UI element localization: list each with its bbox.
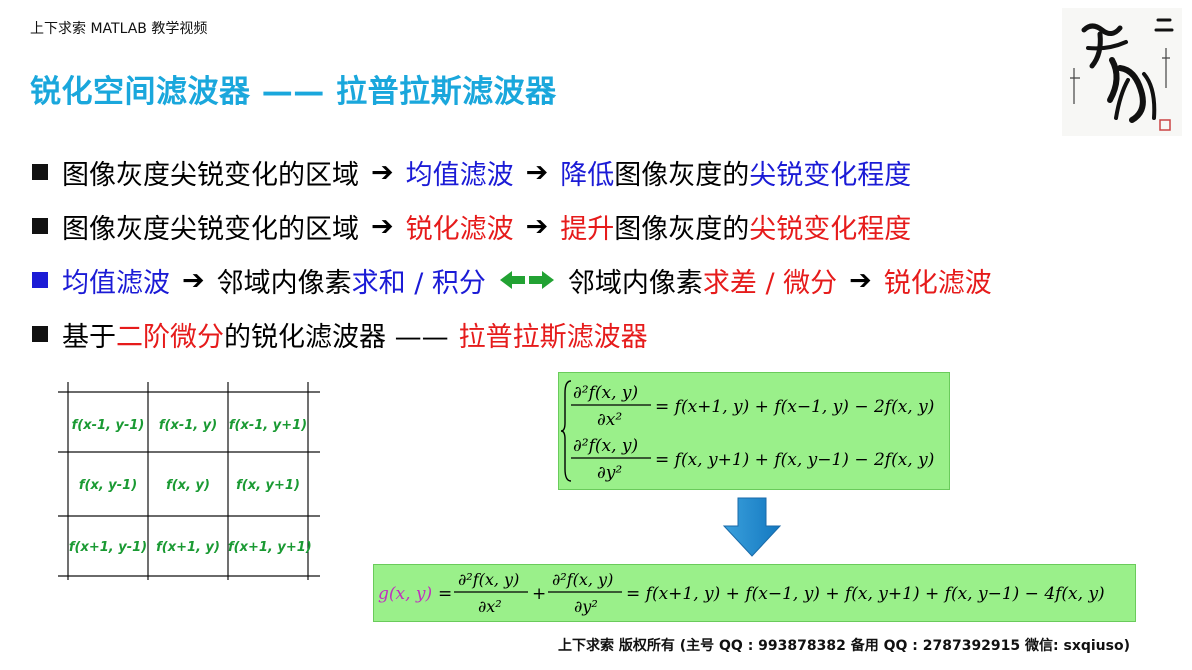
- lap-den-1: ∂x²: [478, 597, 502, 616]
- bullet-square-icon: [32, 272, 48, 288]
- bullet-highlight: 锐化滤波: [883, 267, 992, 299]
- right-arrow-icon: ➔: [371, 156, 394, 188]
- bullet-square-icon: [32, 326, 48, 342]
- bullet-text: 图像灰度尖锐变化的区域: [62, 159, 359, 191]
- eq2-rhs: = f(x, y+1) + f(x, y−1) − 2f(x, y): [655, 450, 934, 470]
- right-arrow-icon: ➔: [525, 210, 549, 242]
- equals-sign: =: [438, 584, 452, 604]
- footer-copyright: 上下求索 版权所有 (主号 QQ : 993878382 备用 QQ : 278…: [558, 638, 1130, 654]
- equation-graphic: g(x, y) = ∂²f(x, y) ∂x² + ∂²f(x, y) ∂y² …: [378, 570, 1105, 616]
- right-arrow-icon: ➔: [371, 210, 394, 242]
- lap-den-2: ∂y²: [574, 597, 598, 616]
- bullet-text: 图像灰度尖锐变化的区域: [62, 213, 359, 245]
- bullet-2: 图像灰度尖锐变化的区域 ➔ 锐化滤波 ➔ 提升 图像灰度的 尖锐变化程度: [32, 199, 1152, 253]
- grid-lines: [58, 382, 320, 580]
- grid-cell: f(x+1, y-1): [68, 540, 148, 555]
- right-arrow-icon: ➔: [525, 156, 549, 188]
- grid-cell: f(x-1, y-1): [71, 418, 145, 433]
- bullet-text: 图像灰度的: [614, 213, 750, 245]
- bullet-highlight: 拉普拉斯滤波器: [458, 321, 648, 353]
- laplacian-lhs: g(x, y): [378, 584, 432, 604]
- lap-num-2: ∂²f(x, y): [552, 570, 613, 589]
- grid-cell: f(x, y): [166, 478, 210, 493]
- bullet-highlight: 尖锐变化程度: [749, 159, 912, 191]
- grid-cell: f(x+1, y): [156, 540, 220, 555]
- bullet-text: 基于: [62, 321, 116, 353]
- right-arrow-icon: ➔: [182, 264, 205, 296]
- bullet-list: 图像灰度尖锐变化的区域 ➔ 均值滤波 ➔ 降低 图像灰度的 尖锐变化程度 图像灰…: [32, 145, 1152, 361]
- eq2-denominator: ∂y²: [597, 463, 622, 483]
- double-arrow-icon: [499, 271, 554, 289]
- bullet-highlight: 提升: [560, 213, 615, 245]
- laplacian-rhs: = f(x+1, y) + f(x−1, y) + f(x, y+1) + f(…: [626, 584, 1105, 604]
- down-arrow-icon: [722, 497, 782, 557]
- bullet-text: 邻域内像素: [216, 267, 352, 299]
- equation-graphic: ∂²f(x, y) ∂x² = f(x+1, y) + f(x−1, y) − …: [560, 380, 934, 483]
- bullet-highlight: 均值滤波: [405, 159, 514, 191]
- lap-num-1: ∂²f(x, y): [458, 570, 519, 589]
- bullet-3: 均值滤波 ➔ 邻域内像素 求和 / 积分 邻域内像素 求差 / 微分 ➔ 锐化滤…: [32, 253, 1152, 307]
- neighborhood-grid: f(x-1, y-1) f(x-1, y) f(x-1, y+1) f(x, y…: [58, 382, 320, 580]
- bullet-1: 图像灰度尖锐变化的区域 ➔ 均值滤波 ➔ 降低 图像灰度的 尖锐变化程度: [32, 145, 1152, 199]
- eq1-rhs: = f(x+1, y) + f(x−1, y) − 2f(x, y): [655, 397, 934, 417]
- bullet-square-icon: [32, 218, 48, 234]
- grid-cell: f(x-1, y): [158, 418, 218, 433]
- bullet-4: 基于 二阶微分 的锐化滤波器 —— 拉普拉斯滤波器: [32, 307, 1152, 361]
- bullet-highlight: 尖锐变化程度: [749, 213, 912, 245]
- bullet-highlight: 降低: [560, 159, 615, 191]
- bullet-highlight: 锐化滤波: [405, 213, 514, 245]
- plus-sign: +: [532, 584, 546, 604]
- right-arrow-icon: ➔: [849, 264, 872, 296]
- bullet-square-icon: [32, 164, 48, 180]
- header-brand: 上下求索 MATLAB 教学视频: [30, 21, 208, 37]
- bullet-highlight: 二阶微分: [116, 321, 224, 353]
- laplacian-equation: g(x, y) = ∂²f(x, y) ∂x² + ∂²f(x, y) ∂y² …: [373, 564, 1136, 622]
- bullet-text: 的锐化滤波器 ——: [224, 321, 449, 353]
- bullet-text: 图像灰度的: [614, 159, 750, 191]
- bullet-text: 邻域内像素: [567, 267, 703, 299]
- grid-cell: f(x, y+1): [236, 478, 300, 493]
- eq1-denominator: ∂x²: [597, 410, 622, 430]
- eq1-numerator: ∂²f(x, y): [573, 383, 638, 403]
- second-derivative-equations: ∂²f(x, y) ∂x² = f(x+1, y) + f(x−1, y) − …: [558, 372, 950, 490]
- bullet-highlight: 求和 / 积分: [351, 267, 486, 299]
- grid-cell: f(x+1, y+1): [228, 540, 312, 555]
- bullet-highlight: 求差 / 微分: [702, 267, 838, 299]
- grid-cell: f(x-1, y+1): [228, 418, 308, 433]
- calligraphy-logo: [1062, 8, 1182, 136]
- grid-cell: f(x, y-1): [78, 478, 138, 493]
- slide-title: 锐化空间滤波器 —— 拉普拉斯滤波器: [30, 74, 557, 110]
- bullet-highlight: 均值滤波: [62, 267, 170, 299]
- eq2-numerator: ∂²f(x, y): [573, 436, 638, 456]
